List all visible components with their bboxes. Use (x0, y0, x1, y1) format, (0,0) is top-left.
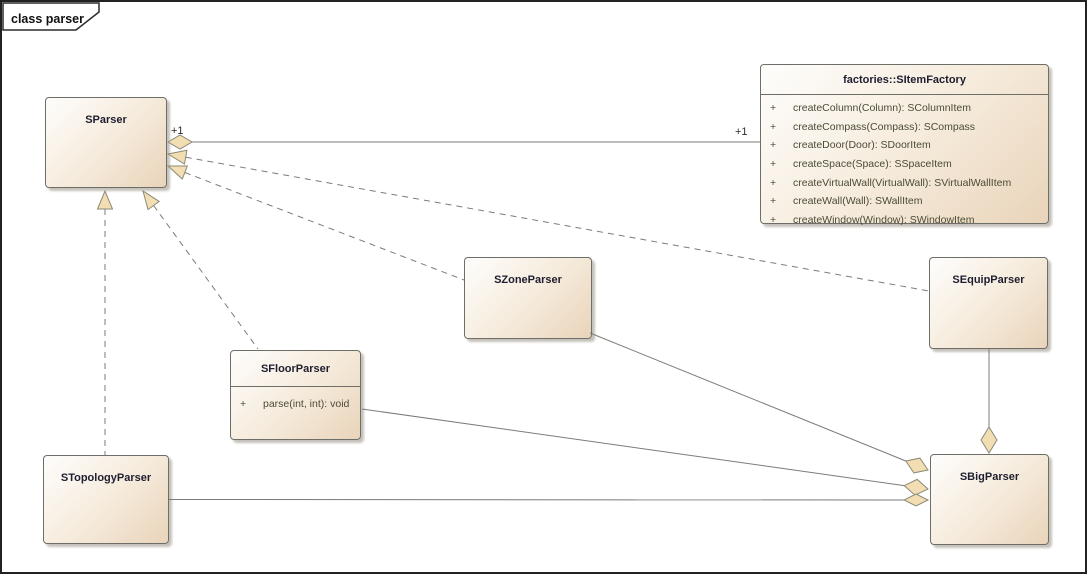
multiplicity-label-sitemfactory-end: +1 (735, 126, 748, 138)
class-name-szoneparser: SZoneParser (494, 274, 562, 286)
method-row: + createSpace(Space): SSpaceItem (761, 155, 1048, 174)
class-box-sparser[interactable]: SParser (45, 97, 167, 188)
visibility-marker: + (770, 102, 777, 115)
class-box-sbigparser[interactable]: SBigParser (930, 454, 1049, 545)
class-name-sparser: SParser (85, 114, 127, 126)
realization-arrow-sequipparser[interactable] (166, 149, 188, 165)
class-box-stopologyparser[interactable]: STopologyParser (43, 455, 169, 544)
class-name-sbigparser: SBigParser (959, 471, 1020, 483)
method-signature: createVirtualWall(VirtualWall): SVirtual… (793, 176, 1012, 189)
visibility-marker: + (770, 158, 777, 171)
method-signature: parse(int, int): void (263, 398, 350, 411)
class-name-sequipparser: SEquipParser (952, 274, 1025, 286)
method-row: + createWall(Wall): SWallItem (761, 192, 1048, 211)
realization-arrow-szoneparser[interactable] (166, 165, 189, 180)
method-signature: createDoor(Door): SDoorItem (793, 139, 931, 152)
class-name-stopologyparser: STopologyParser (60, 472, 152, 484)
method-row: + createVirtualWall(VirtualWall): SVirtu… (761, 173, 1048, 192)
visibility-marker: + (770, 195, 777, 208)
visibility-marker: + (770, 213, 777, 226)
multiplicity-label-sparser-end: +1 (171, 125, 184, 137)
visibility-marker: + (770, 176, 777, 189)
aggregation-diamond-szoneparser-end[interactable] (904, 457, 929, 474)
realization-sequipparser-sparser-line[interactable] (185, 156, 930, 292)
aggregation-diamond-sparser[interactable] (167, 134, 193, 150)
aggregation-sbigparser-szoneparser-line[interactable] (589, 332, 906, 462)
visibility-marker: + (240, 398, 247, 411)
class-box-sitemfactory[interactable]: factories::SItemFactory + createColumn(C… (760, 64, 1049, 226)
class-name-sfloorparser: SFloorParser (231, 351, 360, 387)
class-box-szoneparser[interactable]: SZoneParser (464, 257, 592, 339)
method-row: + createColumn(Column): SColumnItem (761, 99, 1048, 118)
method-row: + createDoor(Door): SDoorItem (761, 136, 1048, 155)
class-name-sitemfactory: factories::SItemFactory (761, 65, 1048, 95)
visibility-marker: + (770, 120, 777, 133)
realization-arrow-sfloorparser[interactable] (142, 189, 161, 211)
methods-compartment: + parse(int, int): void (231, 387, 360, 414)
method-signature: createColumn(Column): SColumnItem (793, 102, 971, 115)
class-box-sfloorparser[interactable]: SFloorParser + parse(int, int): void (230, 350, 361, 440)
method-signature: createCompass(Compass): SCompass (793, 120, 976, 133)
aggregation-diamond-stopologyparser-end[interactable] (902, 493, 930, 507)
aggregation-sbigparser-stopologyparser-line[interactable] (168, 499, 905, 501)
aggregation-sbigparser-sfloorparser-line[interactable] (361, 408, 905, 487)
class-box-sequipparser[interactable]: SEquipParser (929, 257, 1048, 349)
visibility-marker: + (770, 139, 777, 152)
method-signature: createWindow(Window): SWindowItem (793, 213, 975, 226)
method-signature: createWall(Wall): SWallItem (793, 195, 923, 208)
method-signature: createSpace(Space): SSpaceItem (793, 158, 952, 171)
realization-arrow-stopologyparser[interactable] (96, 189, 114, 210)
method-row: + parse(int, int): void (231, 395, 360, 414)
aggregation-diamond-sequipparser-end[interactable] (980, 426, 998, 454)
aggregation-diamond-sfloorparser-end[interactable] (903, 478, 929, 496)
realization-szoneparser-sparser-line[interactable] (184, 172, 465, 281)
methods-compartment: + createColumn(Column): SColumnItem + cr… (761, 95, 1048, 229)
frame-tab (2, 2, 100, 31)
realization-sfloorparser-sparser-line[interactable] (153, 205, 259, 350)
method-row: + createCompass(Compass): SCompass (761, 118, 1048, 137)
method-row: + createWindow(Window): SWindowItem (761, 211, 1048, 230)
frame-label: class parser (11, 12, 84, 26)
